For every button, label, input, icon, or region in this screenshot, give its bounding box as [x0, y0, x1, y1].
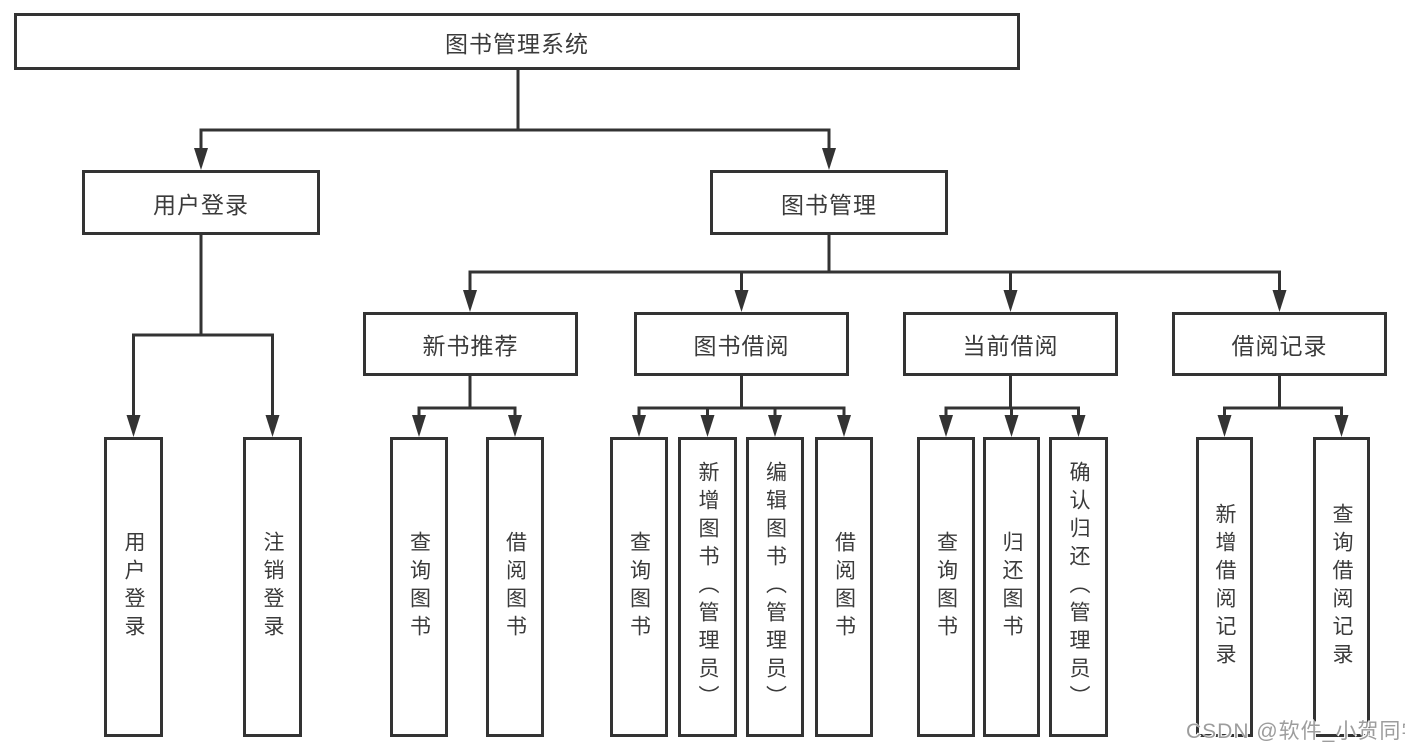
- leaf-label: 编辑图书（管理员）: [763, 461, 787, 713]
- leaf-query-books-borrow: 查询图书: [610, 437, 668, 737]
- leaf-label: 注销登录: [261, 531, 284, 643]
- node-user-login: 用户登录: [82, 170, 320, 235]
- leaf-label: 查询图书: [407, 531, 431, 643]
- leaf-query-books-recommend: 查询图书: [390, 437, 448, 737]
- leaf-return-books: 归还图书: [983, 437, 1040, 737]
- leaf-label: 查询图书: [627, 531, 651, 643]
- node-book-borrowing: 图书借阅: [634, 312, 849, 376]
- leaf-add-books-admin: 新增图书（管理员）: [678, 437, 737, 737]
- node-borrowing-records: 借阅记录: [1172, 312, 1387, 376]
- leaf-label: 用户登录: [122, 531, 145, 643]
- node-library-management-system: 图书管理系统: [14, 13, 1020, 70]
- node-book-management: 图书管理: [710, 170, 948, 235]
- leaf-label: 归还图书: [1000, 531, 1023, 643]
- leaf-label: 查询图书: [934, 531, 958, 643]
- leaf-label: 借阅图书: [832, 531, 856, 643]
- node-current-borrowing: 当前借阅: [903, 312, 1118, 376]
- leaf-label: 确认归还（管理员）: [1067, 461, 1090, 713]
- node-new-book-recommendation: 新书推荐: [363, 312, 578, 376]
- leaf-label: 借阅图书: [503, 531, 527, 643]
- leaf-logout: 注销登录: [243, 437, 302, 737]
- leaf-label: 查询借阅记录: [1330, 503, 1353, 671]
- leaf-edit-books-admin: 编辑图书（管理员）: [746, 437, 804, 737]
- leaf-query-borrow-record: 查询借阅记录: [1313, 437, 1370, 737]
- csdn-watermark: CSDN @软件_小贺同学: [1186, 720, 1405, 743]
- leaf-label: 新增图书（管理员）: [696, 461, 719, 713]
- leaf-user-login: 用户登录: [104, 437, 163, 737]
- leaf-query-books-current: 查询图书: [917, 437, 975, 737]
- leaf-borrow-books: 借阅图书: [815, 437, 873, 737]
- leaf-label: 新增借阅记录: [1213, 503, 1236, 671]
- leaf-borrow-books-recommend: 借阅图书: [486, 437, 544, 737]
- leaf-confirm-return-admin: 确认归还（管理员）: [1049, 437, 1108, 737]
- leaf-add-borrow-record: 新增借阅记录: [1196, 437, 1253, 737]
